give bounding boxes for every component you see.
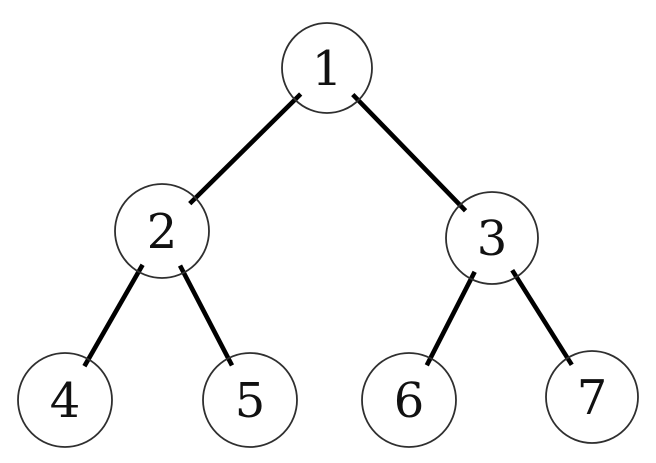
- node-label-3: 3: [477, 211, 508, 267]
- tree-node-5: 5: [202, 352, 298, 448]
- node-label-7: 7: [577, 370, 608, 426]
- node-circle-7: [545, 350, 639, 444]
- node-circle-6: [361, 352, 457, 448]
- tree-node-4: 4: [17, 352, 113, 448]
- node-circle-3: [445, 191, 539, 285]
- node-label-1: 1: [312, 41, 343, 97]
- edge-3-6: [424, 270, 477, 367]
- tree-node-7: 7: [545, 350, 639, 444]
- node-circle-5: [202, 352, 298, 448]
- edge-1-2: [188, 92, 303, 206]
- edge-2-5: [177, 264, 235, 367]
- node-label-5: 5: [235, 373, 266, 429]
- tree-node-2: 2: [114, 183, 210, 279]
- tree-node-6: 6: [361, 352, 457, 448]
- node-circle-1: [281, 22, 373, 114]
- tree-node-1: 1: [281, 22, 373, 114]
- node-circle-4: [17, 352, 113, 448]
- edge-2-4: [82, 263, 145, 368]
- node-label-4: 4: [50, 373, 81, 429]
- tree-node-3: 3: [445, 191, 539, 285]
- node-label-2: 2: [147, 204, 178, 260]
- edge-1-3: [351, 92, 468, 213]
- node-label-6: 6: [394, 373, 425, 429]
- edge-3-7: [510, 268, 574, 367]
- node-circle-2: [114, 183, 210, 279]
